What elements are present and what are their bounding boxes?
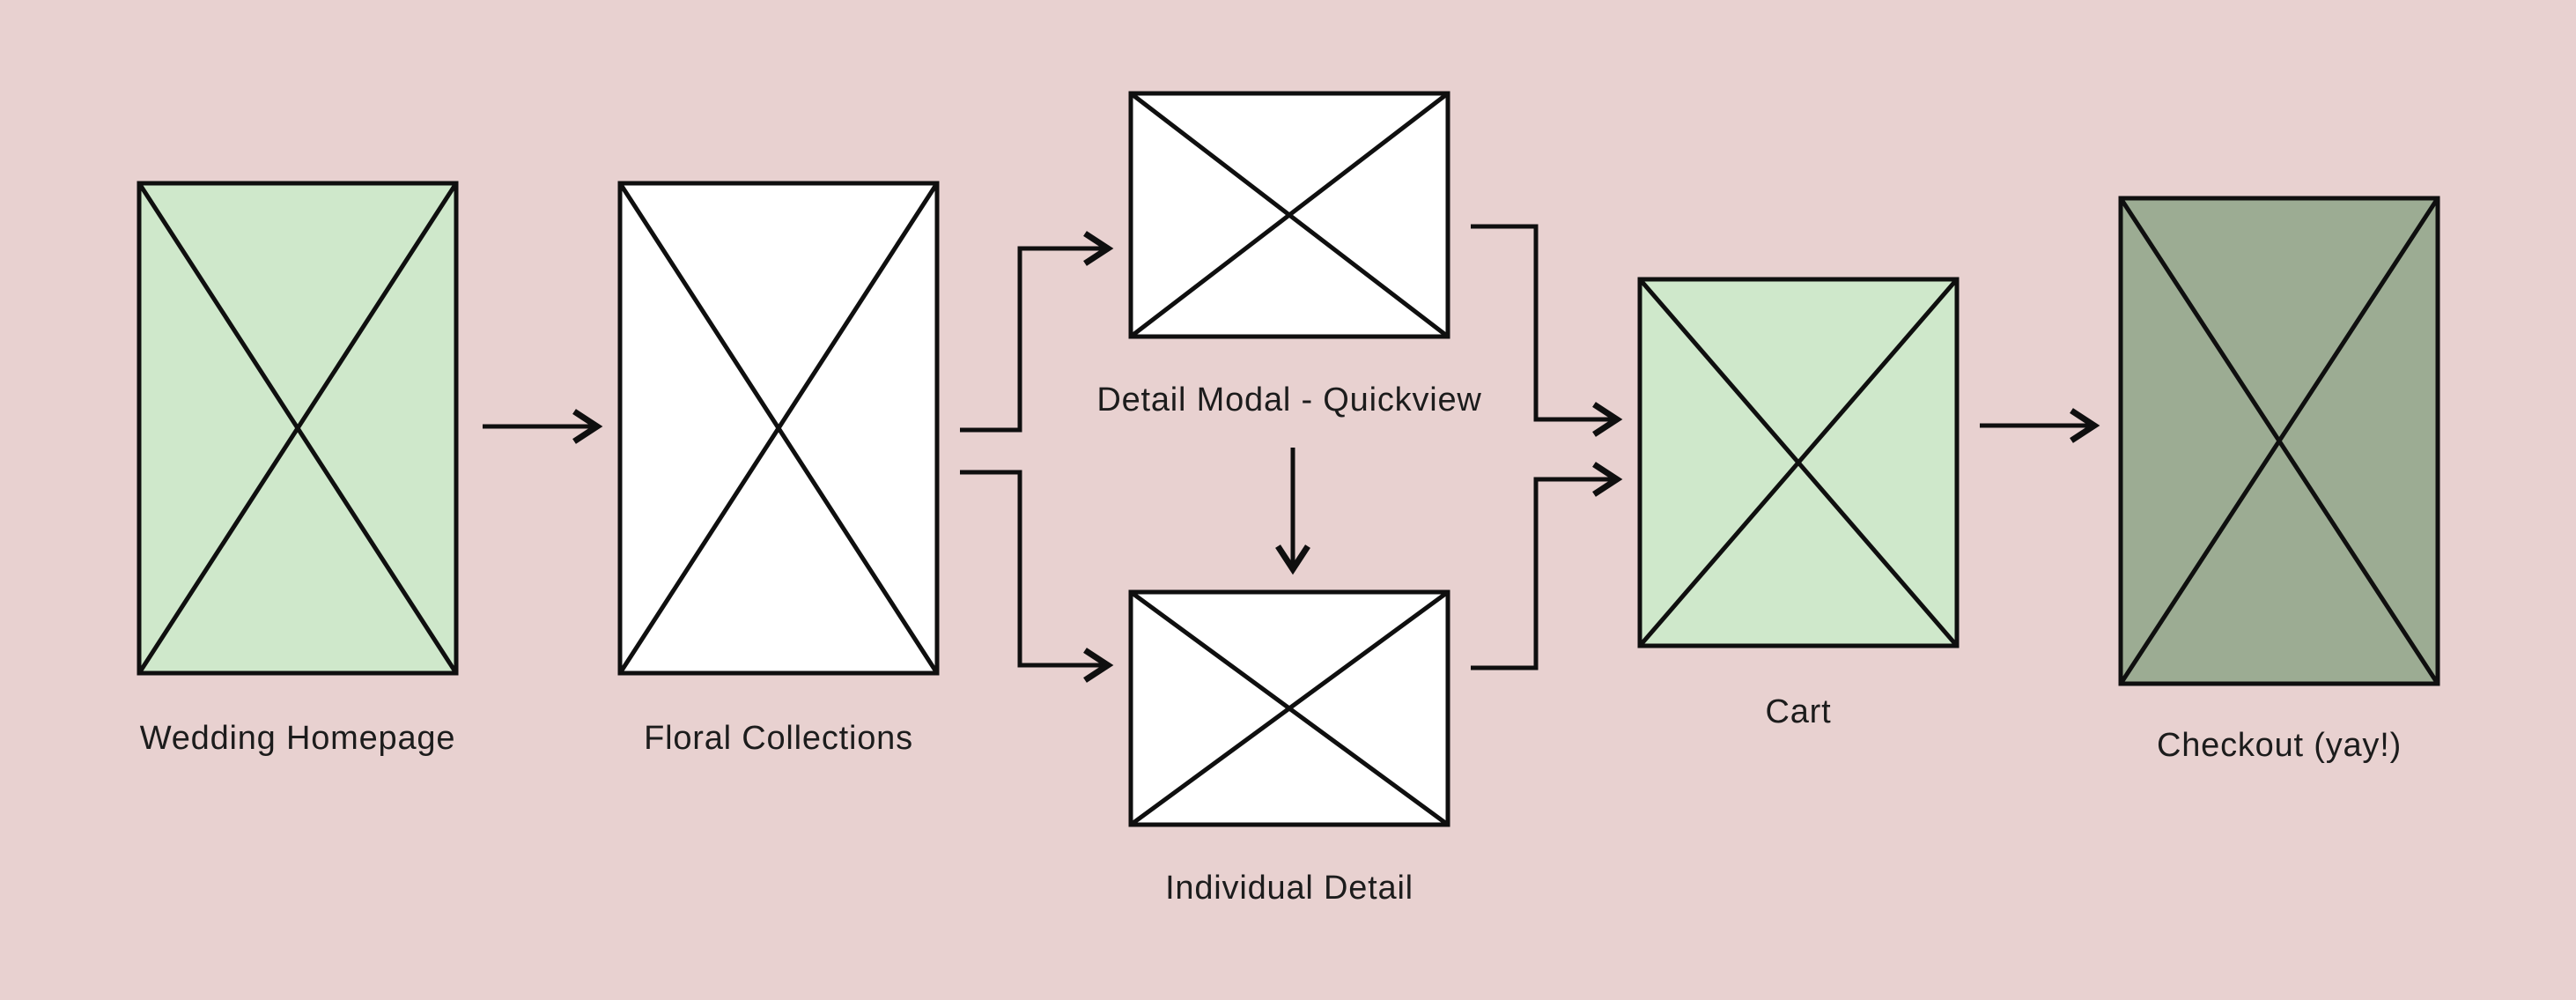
placeholder-x-icon (137, 181, 459, 675)
placeholder-x-icon (1129, 92, 1450, 338)
arrowhead (572, 409, 603, 444)
node-floral-collections: Floral Collections (617, 181, 940, 757)
arrow-individual-detail-to-cart (1471, 462, 1623, 670)
arrowhead (1275, 544, 1310, 575)
placeholder-x-icon (1129, 589, 1450, 827)
arrowhead (1592, 402, 1623, 437)
arrowhead (1592, 462, 1623, 497)
node-cart: Cart (1637, 277, 1960, 730)
cart-label: Cart (1766, 693, 1832, 730)
arrow-floral-to-individual-detail (960, 470, 1114, 683)
arrow-cart-to-checkout (1980, 408, 2100, 443)
arrow-detail-modal-to-individual-detail (1275, 448, 1310, 575)
placeholder-x-icon (2118, 196, 2440, 685)
node-wedding-homepage: Wedding Homepage (137, 181, 459, 757)
placeholder-x-icon (1638, 278, 1959, 648)
arrow-shaft (960, 470, 1103, 668)
checkout-label: Checkout (yay!) (2157, 727, 2402, 764)
wedding-homepage-label: Wedding Homepage (140, 720, 456, 757)
individual-detail-label: Individual Detail (1165, 870, 1413, 907)
placeholder-x-icon (617, 181, 940, 675)
arrow-shaft (1471, 477, 1612, 670)
floral-collections-label: Floral Collections (644, 720, 913, 757)
node-individual-detail: Individual Detail (1128, 589, 1450, 907)
arrow-floral-to-detail-modal (960, 231, 1114, 433)
arrow-shaft (1471, 224, 1612, 422)
arrowhead (1083, 648, 1114, 683)
arrow-shaft (960, 246, 1103, 433)
arrow-homepage-to-floral (483, 409, 603, 444)
arrowhead (1083, 231, 1114, 266)
node-detail-modal-quickview: Detail Modal - Quickview (1096, 91, 1481, 419)
detail-modal-label: Detail Modal - Quickview (1096, 381, 1481, 419)
arrowhead (2070, 408, 2100, 443)
node-checkout: Checkout (yay!) (2118, 196, 2440, 764)
arrow-detail-modal-to-cart (1471, 224, 1623, 437)
